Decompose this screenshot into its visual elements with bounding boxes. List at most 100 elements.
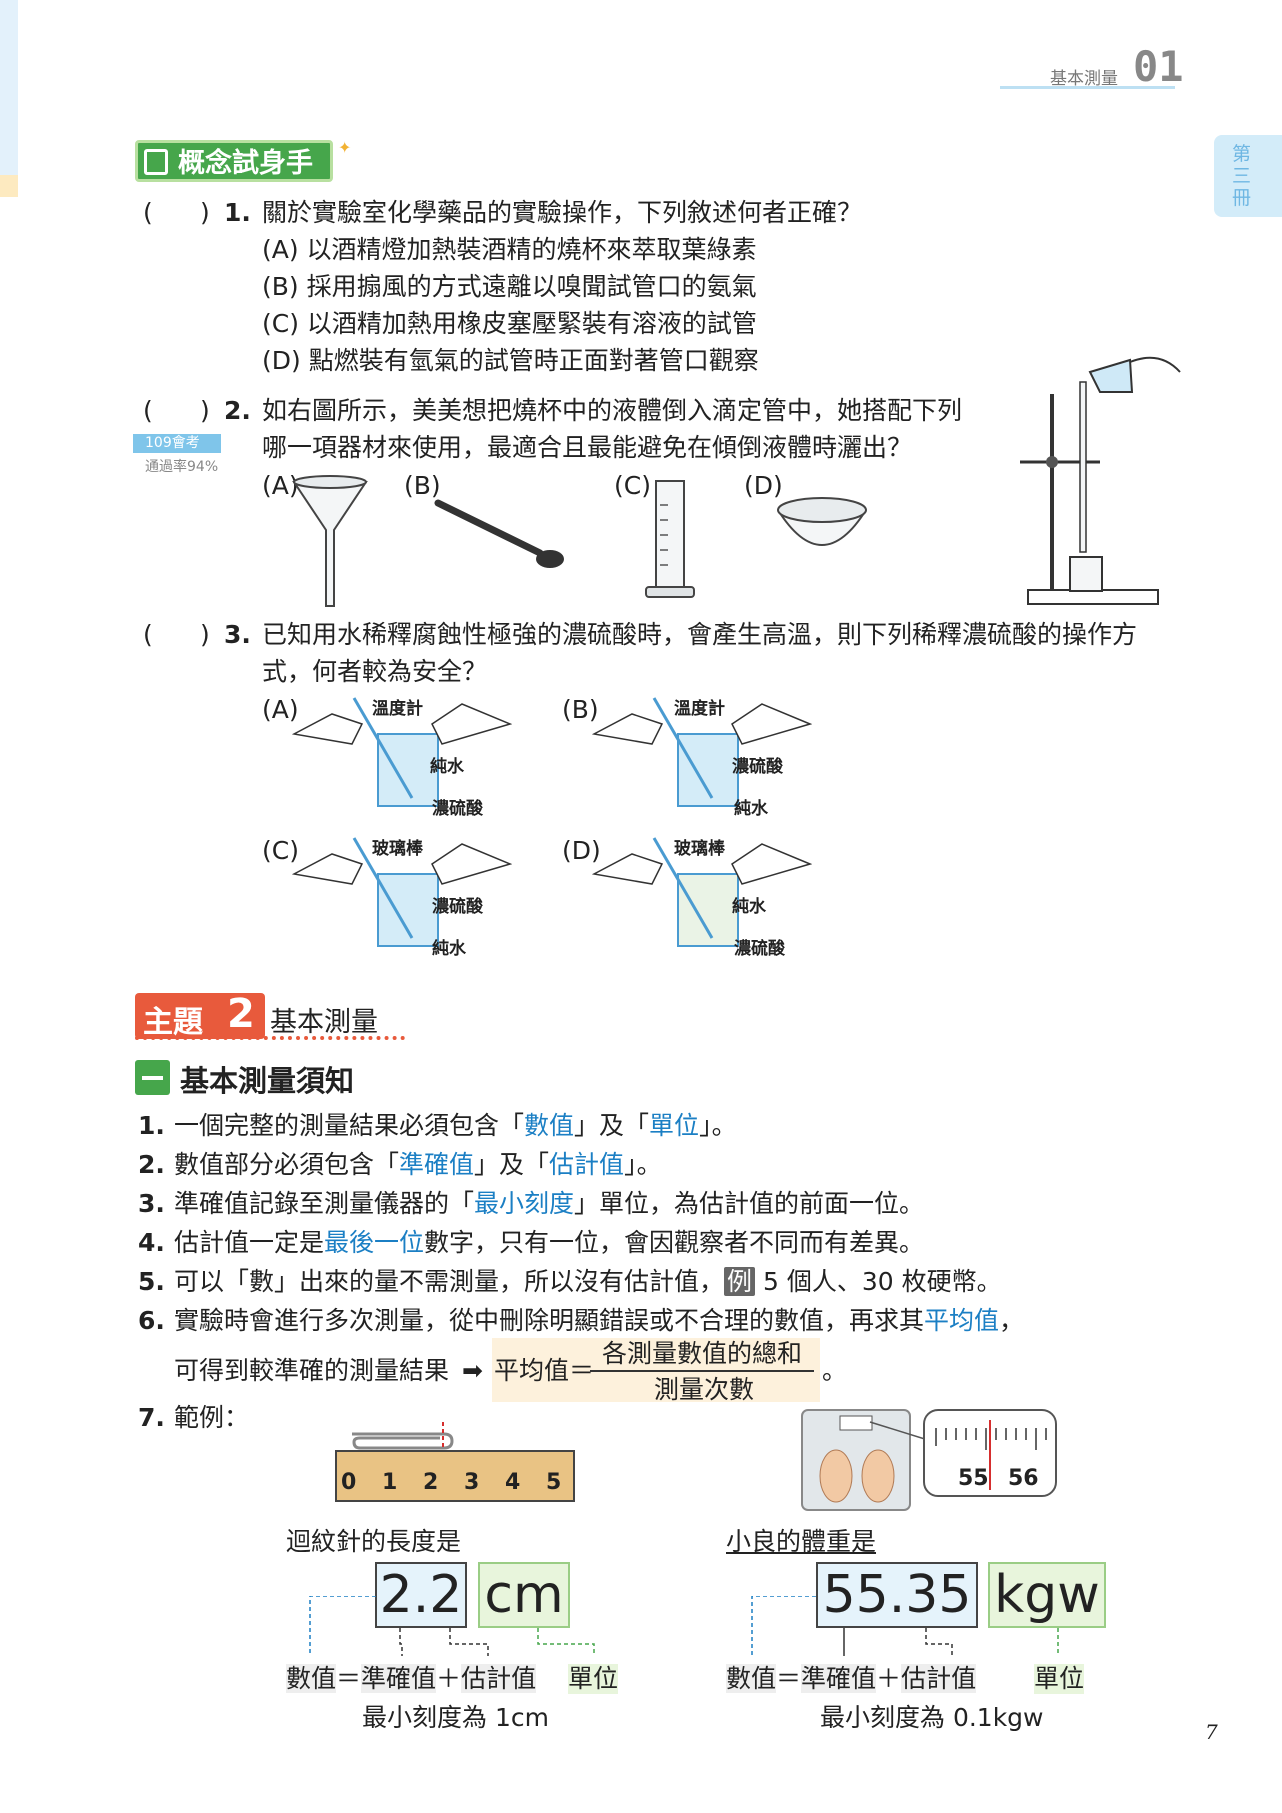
item3-min-scale: 最小刻度 [474,1189,575,1218]
q3-b-bottom-label: 純水 [734,799,768,819]
q3-paren-close: ) [200,620,210,649]
q3-c-top-label: 濃硫酸 [432,897,483,917]
q1-option-b[interactable]: (B) 採用搧風的方式遠離以嗅聞試管口的氨氣 [262,272,757,301]
right-min-scale: 最小刻度為 0.1kgw [820,1703,1044,1732]
left-rel-eq: ＝ [336,1664,362,1693]
right-rel-plus: ＋ [876,1664,902,1693]
q3-option-a[interactable]: (A) [262,695,299,724]
q2-stem-line1: 如右圖所示，美美想把燒杯中的液體倒入滴定管中，她搭配下列 [262,396,963,425]
q3-a-top-label: 純水 [430,757,464,777]
q2-option-c[interactable]: (C) [614,471,651,500]
left-rel-estimate: 估計值 [461,1664,537,1693]
item6-a: 實驗時會進行多次測量，從中刪除明顯錯誤或不合理的數值，再求其 [174,1306,925,1335]
item2-c: 」及「 [474,1150,550,1179]
right-rel-estimate: 估計值 [901,1664,977,1693]
item7-text: 範例： [174,1403,250,1432]
right-rel-accurate: 準確值 [801,1664,877,1693]
item4-c: 數字，只有一位，會因觀察者不同而有差異。 [424,1228,925,1257]
left-rel-accurate: 準確值 [361,1664,437,1693]
header-rule [1000,86,1175,89]
formula-denominator: 測量次數 [654,1375,755,1404]
q2-number: 2. [224,396,251,425]
arrow-right-icon: ➡ [462,1356,483,1385]
item3-c: 」單位，為估計值的前面一位。 [574,1189,925,1218]
item2-accurate: 準確值 [399,1150,475,1179]
item1-value: 數值 [524,1111,575,1140]
item1-e: 」。 [699,1111,737,1140]
formula-numerator: 各測量數值的總和 [602,1339,803,1368]
item2-a: 數值部分必須包含「 [174,1150,400,1179]
item1-text: 一個完整的測量結果必須包含「數值」及「單位」。 [174,1108,737,1144]
exam-tag: 109會考 [133,434,221,453]
formula-end: 。 [822,1356,848,1385]
scale-tick-56: 56 [1008,1466,1039,1491]
concept-badge-label: 概念試身手 [178,148,313,179]
item6-c: ， [999,1306,1025,1335]
q3-a-tool-label: 溫度計 [372,699,423,719]
edge-bar [0,0,18,175]
item2-number: 2. [138,1150,165,1179]
q3-a-bottom-label: 濃硫酸 [432,799,483,819]
item4-a: 估計值一定是 [174,1228,325,1257]
item1-c: 」及「 [574,1111,650,1140]
left-min-scale: 最小刻度為 1cm [362,1703,549,1732]
item4-text: 估計值一定是最後一位數字，只有一位，會因觀察者不同而有差異。 [174,1225,924,1261]
topic-title: 基本測量 [270,1007,378,1038]
left-rel-plus: ＋ [436,1664,462,1693]
item6-number: 6. [138,1306,165,1335]
left-unit-box: cm [478,1562,570,1628]
formula-lhs: 平均值＝ [494,1356,595,1385]
item7-number: 7. [138,1403,165,1432]
ruler [335,1450,575,1502]
right-caption: 小良的體重是 [726,1527,877,1556]
page-number: 7 [1205,1720,1218,1744]
q1-option-a[interactable]: (A) 以酒精燈加熱裝酒精的燒杯來萃取葉綠素 [262,235,757,264]
q3-d-bottom-label: 濃硫酸 [734,939,785,959]
topic-badge: 主題 2 [135,991,265,1040]
scale-tick-55: 55 [958,1466,989,1491]
left-caption: 迴紋針的長度是 [286,1527,462,1556]
pass-rate: 通過率94% [145,459,219,475]
item4-last-digit: 最後一位 [324,1228,425,1257]
right-relation: 數值＝準確值＋估計值 [726,1664,977,1694]
topic-label: 主題 [143,1005,203,1040]
right-rel-eq: ＝ [776,1664,802,1693]
item1-number: 1. [138,1111,165,1140]
item2-estimate: 估計值 [549,1150,625,1179]
q2-option-b[interactable]: (B) [404,471,441,500]
ruler-tick-1: 1 [382,1470,398,1495]
q3-option-d[interactable]: (D) [562,836,601,865]
side-tab[interactable]: 第三冊 [1214,135,1282,217]
q3-c-tool-label: 玻璃棒 [372,839,423,859]
left-value-box: 2.2 [375,1562,467,1628]
burette-stand-diagram [1020,356,1181,605]
item1-unit: 單位 [649,1111,700,1140]
bathroom-scale-illustration [801,1409,1057,1511]
q3-c-bottom-label: 純水 [432,939,466,959]
funnel-icon [292,475,368,607]
q3-number: 3. [224,620,251,649]
sparkle-icon: ✦ [338,138,352,157]
q3-b-top-label: 濃硫酸 [732,757,783,777]
q3-paren-open: ( [143,620,153,649]
q1-option-d[interactable]: (D) 點燃裝有氫氣的試管時正面對著管口觀察 [262,346,759,375]
q3-option-c[interactable]: (C) [262,836,299,865]
q3-b-tool-label: 溫度計 [674,699,725,719]
q3-stem-line2: 式，何者較為安全？ [262,657,488,686]
example-tag: 例 [724,1267,756,1296]
right-value-box: 55.35 [816,1562,978,1628]
item2-e: 」。 [624,1150,662,1179]
topic-underline [135,1036,405,1040]
right-unit-box: kgw [988,1562,1106,1628]
graduated-cylinder-icon [645,480,695,598]
q3-option-b[interactable]: (B) [562,695,599,724]
edge-bar-accent [0,175,18,197]
q2-option-d[interactable]: (D) [744,471,783,500]
chapter-number: 01 [1133,42,1184,91]
side-tab-label: 第三冊 [1232,143,1252,209]
item4-number: 4. [138,1228,165,1257]
q2-option-a[interactable]: (A) [262,471,299,500]
evaporating-dish-icon [777,497,867,546]
q1-option-c[interactable]: (C) 以酒精加熱用橡皮塞壓緊裝有溶液的試管 [262,309,757,338]
item6-average: 平均值 [924,1306,1000,1335]
